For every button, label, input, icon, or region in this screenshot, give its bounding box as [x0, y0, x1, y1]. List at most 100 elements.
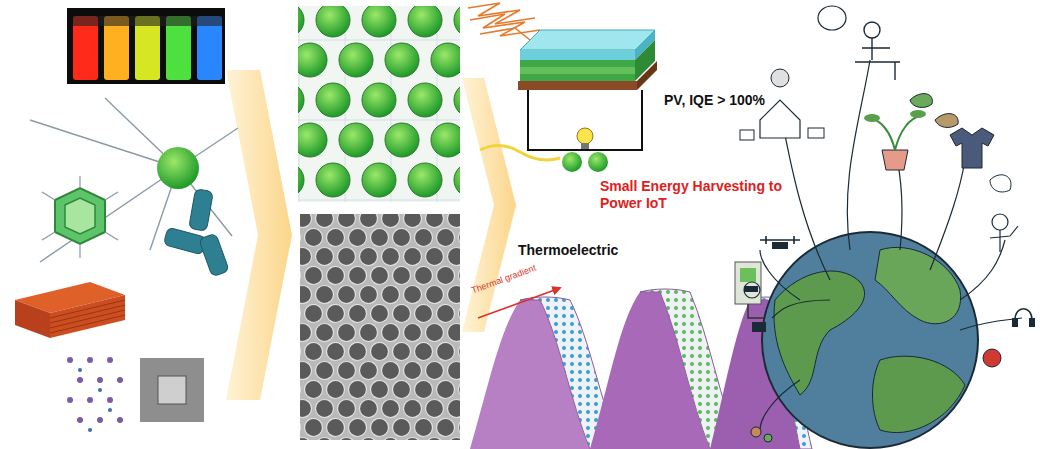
nanoplatelet: [50, 300, 125, 318]
iot-globe: [983, 349, 1001, 367]
iot-globe: [762, 232, 978, 448]
crystal-structure: [77, 377, 83, 383]
crystal-structure: [117, 377, 123, 383]
iot-globe: [992, 214, 1008, 230]
iot-globe: [774, 271, 865, 395]
pv-device: [520, 50, 635, 60]
iot-globe: [910, 94, 932, 108]
iot-globe: [935, 114, 958, 128]
pv-device: [520, 67, 635, 74]
hexagonal-prism: [105, 192, 118, 200]
iot-globe: [1012, 318, 1018, 327]
crystal-structure: [140, 358, 204, 422]
pv-device: [577, 128, 593, 144]
iot-globe: [751, 427, 761, 437]
device-label: PV, IQE > 100%: [664, 92, 814, 109]
pv-device: [480, 145, 560, 160]
iot-globe: [950, 128, 994, 168]
device-label: Thermoelectric: [518, 242, 648, 259]
thermoelectric-ribbons: [470, 262, 812, 449]
crystal-structure: [67, 357, 123, 423]
hexagonal-prism: [42, 232, 55, 240]
crystal-structure: [78, 368, 82, 372]
hexagonal-prism: [79, 244, 80, 258]
pv-device: [528, 90, 642, 150]
thermoelectric-ribbons: [735, 262, 761, 304]
iot-globe: [760, 380, 800, 430]
iot-globe: [740, 6, 1035, 448]
pv-device: [480, 28, 530, 40]
iot-globe: [772, 300, 830, 318]
iot-globe: [875, 247, 961, 323]
nanocrystal-ligands: [40, 168, 178, 262]
iot-globe: [808, 128, 824, 138]
nanoplatelet: [15, 300, 50, 338]
crystal-structure: [67, 357, 73, 363]
iot-globe: [873, 356, 966, 432]
quantum-dot-vials: [67, 8, 225, 84]
hexagonal-prism: [65, 198, 95, 234]
crystal-structure: [87, 397, 93, 403]
iot-globe: [882, 150, 908, 170]
pv-device: [468, 3, 657, 172]
headline-label: Small Energy Harvesting to Power IoT: [600, 178, 796, 212]
hexagonal-prism: [55, 188, 105, 244]
iot-globe: [752, 322, 766, 332]
tetrapod-crystal: [189, 189, 214, 232]
hexagonal-prism: [42, 192, 55, 200]
pv-device: [581, 143, 589, 149]
thermoelectric-ribbons: [740, 268, 756, 282]
crystal-structure: [67, 397, 73, 403]
iot-globe: [760, 60, 1022, 430]
tetrapod-crystal: [199, 233, 230, 277]
iot-globe: [740, 130, 754, 140]
iot-globe: [847, 60, 870, 250]
pv-device: [520, 74, 635, 81]
iot-globe: [818, 6, 846, 30]
tetrapod-crystal: [163, 227, 206, 255]
crystal-structure: [117, 417, 123, 423]
tem-image: [300, 214, 460, 440]
iot-globe: [744, 282, 760, 298]
superlattice-model: [298, 6, 460, 202]
pv-device: [518, 81, 637, 90]
iot-globe: [864, 22, 880, 38]
hexagonal-prism: [105, 232, 118, 240]
iot-globe: [930, 160, 965, 270]
process-arrow: [462, 78, 516, 332]
pv-device: [468, 3, 540, 40]
crystal-structure: [107, 397, 113, 403]
pv-device: [588, 152, 608, 172]
quantum-dot-vials: [73, 16, 222, 26]
hexagonal-prism: [42, 176, 118, 258]
crystal-structure: [98, 388, 102, 392]
pv-device: [468, 3, 535, 24]
pv-device: [520, 30, 655, 50]
iot-globe: [760, 100, 800, 138]
nanocrystal-sphere: [157, 147, 199, 189]
iot-globe: [870, 116, 920, 150]
iot-globe: [855, 38, 900, 80]
crystal-structure: [78, 368, 112, 432]
crystal-structure: [97, 417, 103, 423]
iot-globe: [960, 240, 1005, 300]
iot-globe: [744, 286, 758, 292]
crystal-structure: [158, 376, 186, 404]
nanoplatelet: [50, 315, 125, 333]
crystal-structure: [97, 377, 103, 383]
nanocrystal-ligands: [30, 120, 178, 168]
iot-globe: [772, 242, 788, 249]
crystal-structure: [67, 357, 204, 432]
hexagonal-prism: [79, 176, 80, 188]
nanoplatelet: [50, 310, 125, 328]
pv-device: [470, 14, 540, 36]
crystal-structure: [108, 408, 112, 412]
crystal-structure: [107, 357, 113, 363]
iot-globe: [864, 114, 880, 122]
nanoplatelet: [15, 282, 125, 338]
process-arrow: [226, 70, 292, 400]
nanoplatelet: [50, 300, 125, 333]
tetrapod-crystal: [163, 189, 229, 277]
